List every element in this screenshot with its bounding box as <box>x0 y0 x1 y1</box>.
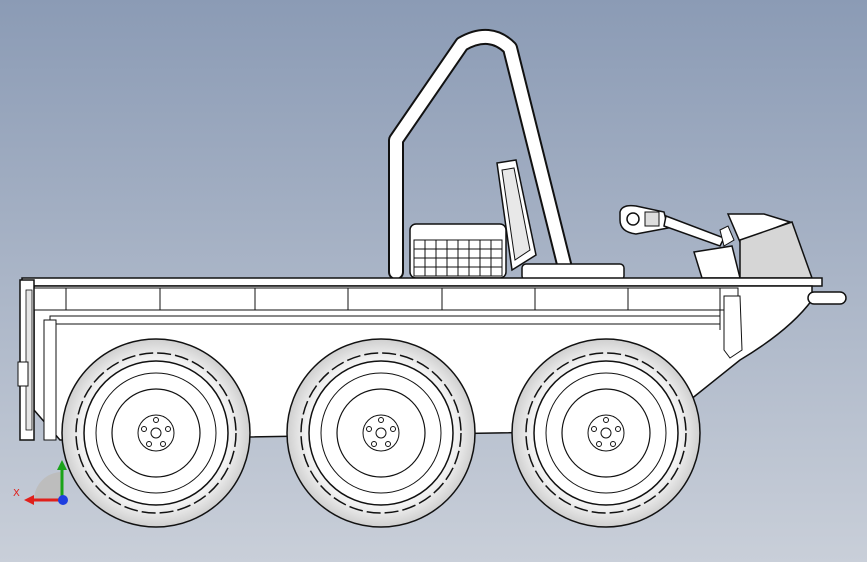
z-axis-dot <box>58 495 68 505</box>
roll-bar <box>388 29 574 280</box>
triad-plane <box>34 472 62 500</box>
x-arrow-icon <box>24 495 34 505</box>
middle-wheel <box>286 338 476 528</box>
turret <box>619 204 814 279</box>
x-axis-label: X <box>13 488 20 499</box>
view-triad[interactable]: X <box>12 452 76 512</box>
deck <box>21 277 823 287</box>
rear-wheel <box>511 338 701 528</box>
grille-box <box>409 223 507 279</box>
front-wheel <box>61 338 251 528</box>
seat <box>496 159 625 281</box>
y-arrow-icon <box>57 460 67 470</box>
